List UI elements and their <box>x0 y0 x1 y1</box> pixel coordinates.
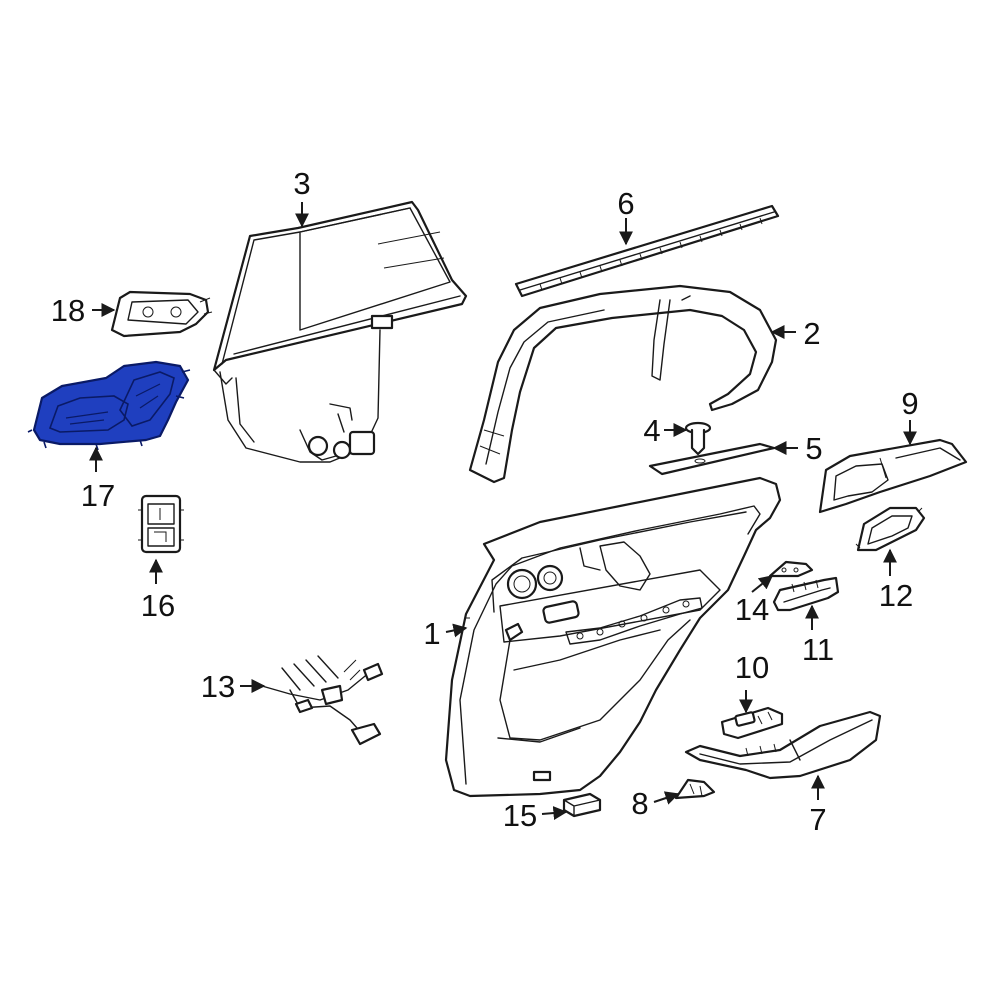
callout-11: 11 <box>802 632 834 667</box>
part-11-door-handle[interactable] <box>772 576 840 612</box>
part-8-cover[interactable] <box>674 778 716 800</box>
callout-10: 10 <box>735 650 769 685</box>
callout-18: 18 <box>51 293 85 328</box>
part-7-armrest[interactable] <box>684 710 882 780</box>
part-1-door-trim-panel[interactable] <box>444 476 782 798</box>
part-3-window-glass-regulator[interactable] <box>212 200 468 463</box>
callout-8: 8 <box>631 786 648 821</box>
callout-4: 4 <box>643 413 660 448</box>
callout-16: 16 <box>141 588 175 623</box>
part-14-inner-handle[interactable] <box>768 560 814 578</box>
part-6-belt-weatherstrip[interactable] <box>514 204 780 298</box>
callout-9: 9 <box>901 386 918 421</box>
callout-1: 1 <box>423 616 440 651</box>
part-17-seat-switch-highlighted[interactable] <box>27 360 191 451</box>
part-16-switch[interactable] <box>138 494 184 554</box>
part-10-window-switch[interactable] <box>720 706 784 740</box>
callout-3: 3 <box>293 166 310 201</box>
callout-7: 7 <box>809 802 826 837</box>
part-12-handle-bezel[interactable] <box>855 506 926 552</box>
callout-13: 13 <box>201 669 235 704</box>
part-18-seat-switch[interactable] <box>110 290 213 338</box>
callout-2: 2 <box>803 316 820 351</box>
part-13-wiring-harness[interactable] <box>261 655 384 746</box>
callout-5: 5 <box>805 431 822 466</box>
part-5-trim-strip[interactable] <box>648 442 776 476</box>
callout-15: 15 <box>503 798 537 833</box>
callout-6: 6 <box>617 186 634 221</box>
part-9-upper-trim[interactable] <box>818 438 968 514</box>
leader-lines <box>89 202 917 821</box>
part-15-pad[interactable] <box>562 792 602 818</box>
callout-14: 14 <box>735 592 769 627</box>
part-2-window-frame-molding[interactable] <box>468 284 778 484</box>
callout-12: 12 <box>879 578 913 613</box>
callout-17: 17 <box>81 478 115 513</box>
callout-labels: 3 6 2 4 5 9 12 14 11 10 7 8 15 1 13 16 1… <box>51 166 919 837</box>
part-4-clip[interactable] <box>684 421 712 456</box>
